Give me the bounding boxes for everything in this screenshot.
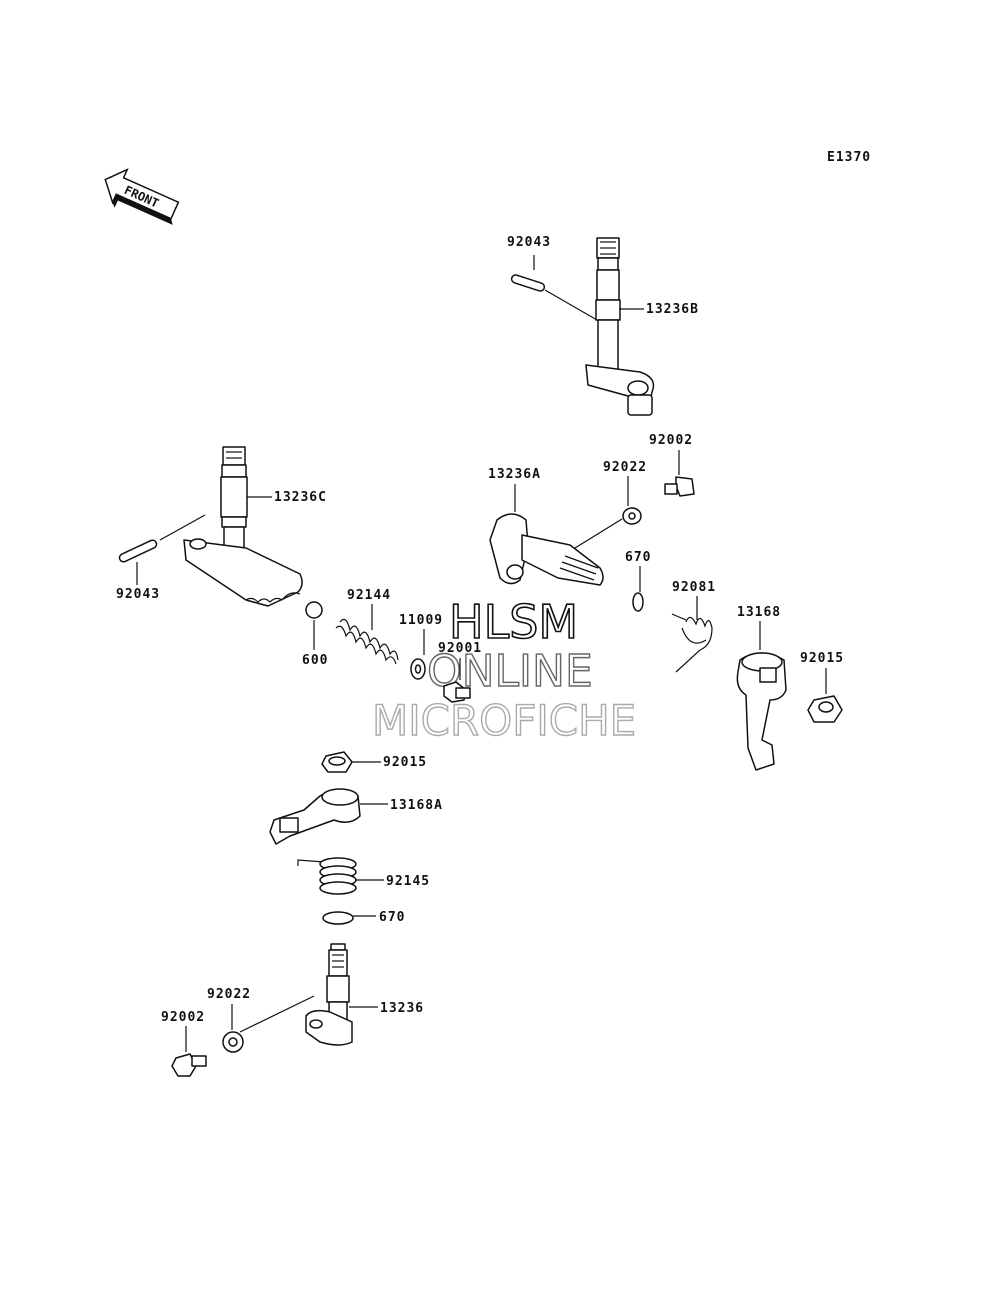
label-13168A: 13168A: [390, 798, 443, 813]
label-92022-top: 92022: [603, 460, 647, 475]
shaft-13236C: [183, 446, 303, 607]
washer-11009: [410, 658, 426, 680]
watermark-line-1: HLSM: [449, 595, 578, 649]
label-92145: 92145: [386, 874, 430, 889]
arm-13168: [736, 652, 787, 771]
label-92144: 92144: [347, 588, 391, 603]
shaft-13236B: [585, 237, 655, 416]
label-92002-bottom: 92002: [161, 1010, 205, 1025]
shaft-13236A: [489, 513, 604, 586]
arm-13168A: [269, 788, 361, 845]
label-13236B: 13236B: [646, 302, 699, 317]
label-92043-top: 92043: [507, 235, 551, 250]
nut-92015-left: [321, 751, 353, 773]
washer-92022-top: [622, 507, 642, 525]
washer-92022-bottom: [222, 1031, 244, 1053]
spring-92081: [671, 613, 713, 673]
spring-92144: [335, 618, 399, 665]
front-arrow-icon: FRONT: [104, 168, 180, 225]
watermark-line-3: MICROFICHE: [372, 696, 636, 745]
label-92002-top: 92002: [649, 433, 693, 448]
diagram-code: E1370: [827, 150, 871, 165]
bolt-92001: [443, 681, 471, 703]
shaft-13236: [305, 943, 353, 1046]
oring-670-top: [632, 592, 644, 612]
label-92043-left: 92043: [116, 587, 160, 602]
label-13236C: 13236C: [274, 490, 327, 505]
label-670-top: 670: [625, 550, 651, 565]
label-13236A: 13236A: [488, 467, 541, 482]
label-11009: 11009: [399, 613, 443, 628]
label-92001: 92001: [438, 641, 482, 656]
label-600: 600: [302, 653, 328, 668]
spring-92145: [297, 857, 357, 895]
label-92081: 92081: [672, 580, 716, 595]
pin-92043-left: [118, 539, 158, 563]
nut-92015-right: [807, 695, 843, 723]
bolt-92002-bottom: [171, 1053, 207, 1077]
label-13168: 13168: [737, 605, 781, 620]
oring-670-bottom: [322, 911, 354, 925]
pin-92043-top: [510, 274, 546, 292]
label-13236: 13236: [380, 1001, 424, 1016]
label-670-bottom: 670: [379, 910, 405, 925]
label-92015-right: 92015: [800, 651, 844, 666]
label-92022-bottom: 92022: [207, 987, 251, 1002]
label-92015-left: 92015: [383, 755, 427, 770]
bolt-92002-top: [664, 476, 695, 497]
ball-600: [305, 601, 323, 619]
watermark: HLSM ONLINE MICROFICHE: [371, 594, 637, 746]
